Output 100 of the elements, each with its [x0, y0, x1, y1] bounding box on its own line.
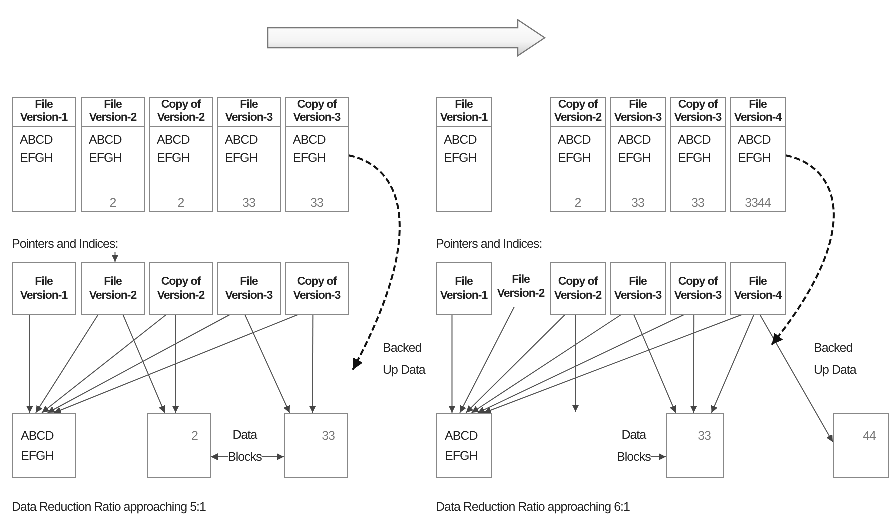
arrow — [448, 314, 456, 414]
arrow — [26, 314, 34, 414]
file-name: Copy of Version-3 — [292, 274, 342, 302]
file-content: ABCD EFGH — [20, 132, 53, 167]
file-name: File Version-1 — [19, 274, 69, 302]
file-box — [730, 97, 786, 212]
arrow — [760, 314, 834, 443]
data-block — [284, 413, 348, 478]
file-name: File Version-3 — [218, 98, 280, 127]
arrow — [122, 314, 166, 414]
file-name: Copy of Version-2 — [156, 274, 206, 302]
arrow — [112, 252, 119, 262]
block-id: 2 — [192, 428, 198, 445]
arrow — [261, 454, 284, 460]
arrow — [650, 454, 666, 460]
block-id: 33 — [310, 195, 324, 211]
block-id: 33 — [690, 195, 706, 211]
file-box — [436, 97, 492, 212]
block-content: ABCD EFGH — [20, 428, 54, 465]
file-content: ABCD EFGH — [293, 132, 326, 167]
file-content: ABCD EFGH — [618, 132, 651, 167]
caption: Data Reduction Ratio approaching 5:1 — [12, 499, 206, 515]
file-box — [12, 97, 76, 212]
file-name: File Version-4 — [733, 274, 784, 302]
file-name: File Version-3 — [613, 274, 663, 302]
section-label: Pointers and Indices: — [436, 236, 542, 252]
pointer-box — [81, 262, 145, 315]
block-id: 2 — [108, 195, 118, 211]
block-caption: Data Blocks — [228, 424, 262, 468]
block-id: 2 — [176, 195, 186, 211]
arrow — [36, 314, 99, 414]
file-name: File Version-3 — [224, 274, 274, 302]
arrow — [244, 314, 290, 414]
file-name: File Version-4 — [731, 98, 785, 127]
pointer-box — [217, 262, 281, 315]
arrow — [478, 314, 684, 414]
caption: Data Reduction Ratio approaching 6:1 — [436, 499, 630, 515]
section-label: Pointers and Indices: — [12, 236, 118, 252]
block-id: 2 — [574, 195, 582, 211]
file-box — [610, 97, 666, 212]
dashed-arrow — [348, 154, 401, 370]
side-note: Backed Up Data — [383, 340, 427, 379]
data-block — [833, 413, 889, 478]
pointer-box — [285, 262, 349, 315]
data-block — [666, 413, 724, 478]
file-name: File Version-1 — [439, 274, 489, 302]
file-content: ABCD EFGH — [225, 132, 258, 167]
side-note: Backed Up Data — [814, 340, 858, 379]
block-id: 44 — [863, 428, 876, 445]
block-id: 33 — [630, 195, 646, 211]
file-box — [149, 97, 213, 212]
pointer-box — [149, 262, 213, 315]
file-name: File Version-3 — [611, 98, 665, 127]
file-content: ABCD EFGH — [444, 132, 477, 167]
arrow — [690, 314, 698, 414]
arrow — [711, 314, 755, 414]
file-content: ABCD EFGH — [678, 132, 711, 167]
arrow — [484, 314, 742, 414]
file-box — [550, 97, 606, 212]
dashed-arrow — [771, 154, 835, 346]
file-box — [81, 97, 145, 212]
arrow — [42, 314, 167, 414]
block-content: ABCD EFGH — [444, 428, 478, 465]
file-name: Copy of Version-3 — [673, 274, 723, 302]
arrow — [47, 314, 230, 414]
file-box — [670, 97, 726, 212]
pointer-box — [670, 262, 726, 315]
block-caption: Data Blocks — [617, 424, 651, 468]
block-id: 33 — [242, 195, 256, 211]
arrow — [309, 314, 316, 414]
file-name: File Version-2 — [88, 274, 138, 302]
file-name: File Version-2 — [82, 98, 144, 127]
pointer-box — [436, 262, 492, 315]
arrow — [460, 306, 516, 414]
data-block — [436, 413, 492, 478]
file-box — [285, 97, 349, 212]
file-label: File Version-2 — [494, 262, 548, 315]
pointer-box — [610, 262, 666, 315]
file-name: Copy of Version-2 — [553, 274, 603, 302]
file-box — [217, 97, 281, 212]
file-name: Copy of Version-3 — [671, 98, 725, 127]
block-id: 33 — [322, 428, 335, 445]
file-content: ABCD EFGH — [738, 132, 771, 167]
arrow — [54, 314, 298, 414]
file-name: File Version-1 — [437, 98, 491, 127]
block-id: 3344 — [744, 195, 772, 211]
data-block — [12, 413, 76, 478]
file-name: Copy of Version-2 — [150, 98, 212, 127]
arrow — [471, 314, 622, 414]
arrow — [466, 314, 566, 414]
arrow — [172, 314, 180, 414]
file-name: Copy of Version-2 — [551, 98, 605, 127]
block-id: 33 — [698, 428, 711, 445]
arrow — [210, 454, 228, 460]
pointer-box — [550, 262, 606, 315]
pointer-box — [730, 262, 786, 315]
arrow — [572, 314, 580, 412]
file-content: ABCD EFGH — [157, 132, 190, 167]
arrow — [634, 314, 676, 414]
file-name: Copy of Version-3 — [286, 98, 348, 127]
